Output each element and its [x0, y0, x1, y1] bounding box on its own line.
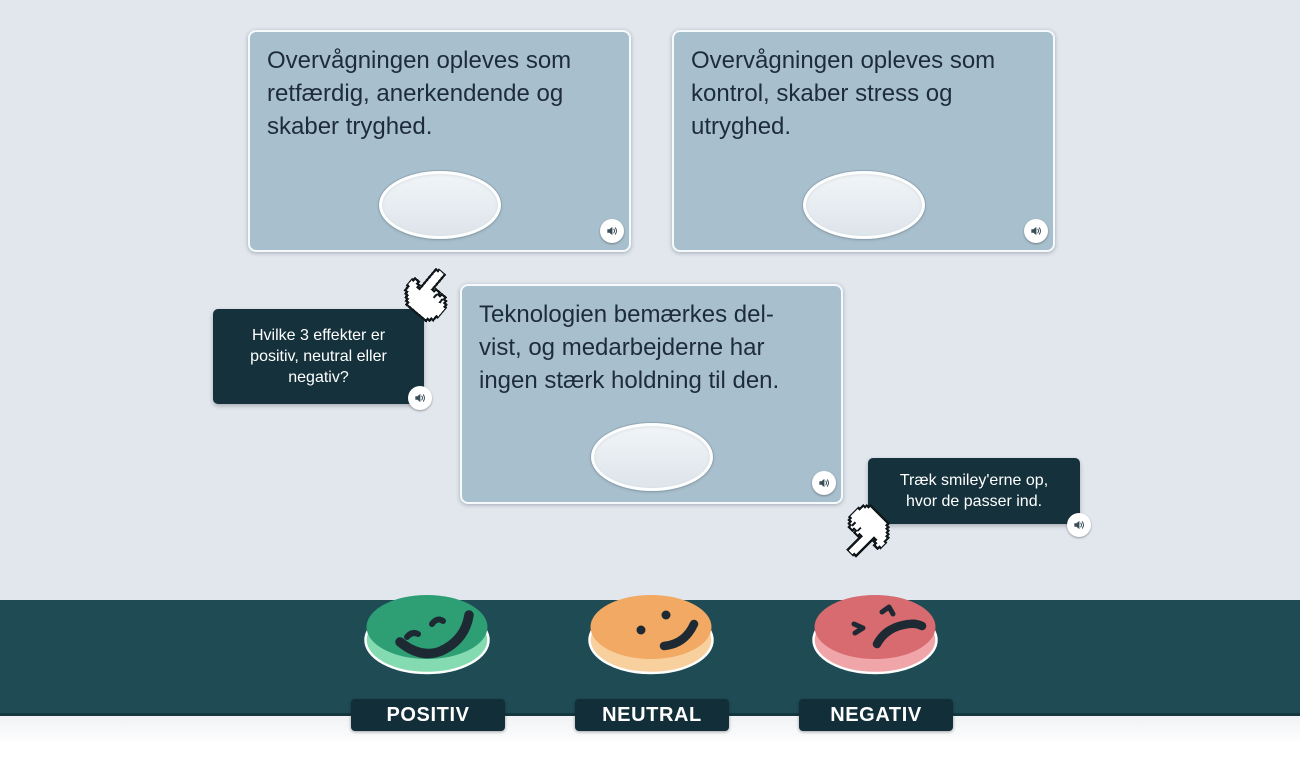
speaker-glyph	[415, 393, 425, 403]
pixel-hand-pointer-icon	[845, 503, 891, 558]
statement-card-2: Overvågningen opleves som kontrol, skabe…	[672, 30, 1055, 252]
instruction-text: Hvilke 3 effekter er positiv, neutral el…	[250, 327, 387, 386]
label-neutral: NEUTRAL	[575, 699, 729, 731]
speaker-glyph	[607, 226, 617, 236]
speaker-icon[interactable]	[1067, 513, 1091, 537]
neutral-face	[636, 610, 699, 651]
speaker-icon[interactable]	[812, 471, 836, 495]
happy-face	[395, 610, 474, 659]
speaker-icon[interactable]	[408, 386, 432, 410]
instruction-bubble-question: Hvilke 3 effekter er positiv, neutral el…	[213, 309, 432, 410]
speaker-icon[interactable]	[600, 219, 624, 243]
label-negativ: NEGATIV	[799, 699, 953, 731]
smiley-drop-zone[interactable]	[802, 171, 925, 239]
button-top	[814, 595, 936, 659]
instruction-text: Træk smiley'erne op, hvor de passer ind.	[899, 472, 1049, 510]
label-positiv: POSITIV	[351, 699, 505, 731]
instruction-bubble-drag: Træk smiley'erne op, hvor de passer ind.	[868, 458, 1091, 537]
speaker-icon[interactable]	[1024, 219, 1048, 243]
speaker-glyph	[819, 478, 829, 488]
smiley-drop-zone[interactable]	[590, 423, 713, 491]
speaker-glyph	[1074, 520, 1084, 530]
sad-face	[851, 604, 927, 649]
smiley-negative[interactable]	[811, 587, 941, 679]
statement-text: Overvågningen opleves som kontrol, skabe…	[691, 47, 996, 140]
statement-text: Overvågningen opleves som retfærdig, ane…	[267, 47, 572, 140]
statement-card-3: Teknologien bemærkes del- vist, og medar…	[460, 284, 843, 504]
smiley-drop-zone[interactable]	[378, 171, 501, 239]
statement-card-1: Overvågningen opleves som retfærdig, ane…	[248, 30, 631, 252]
smiley-neutral[interactable]	[587, 587, 717, 679]
statement-text: Teknologien bemærkes del- vist, og medar…	[479, 301, 780, 394]
speaker-glyph	[1031, 226, 1041, 236]
pixel-hand-pointer-icon	[403, 267, 449, 323]
smiley-positive[interactable]	[363, 587, 493, 679]
